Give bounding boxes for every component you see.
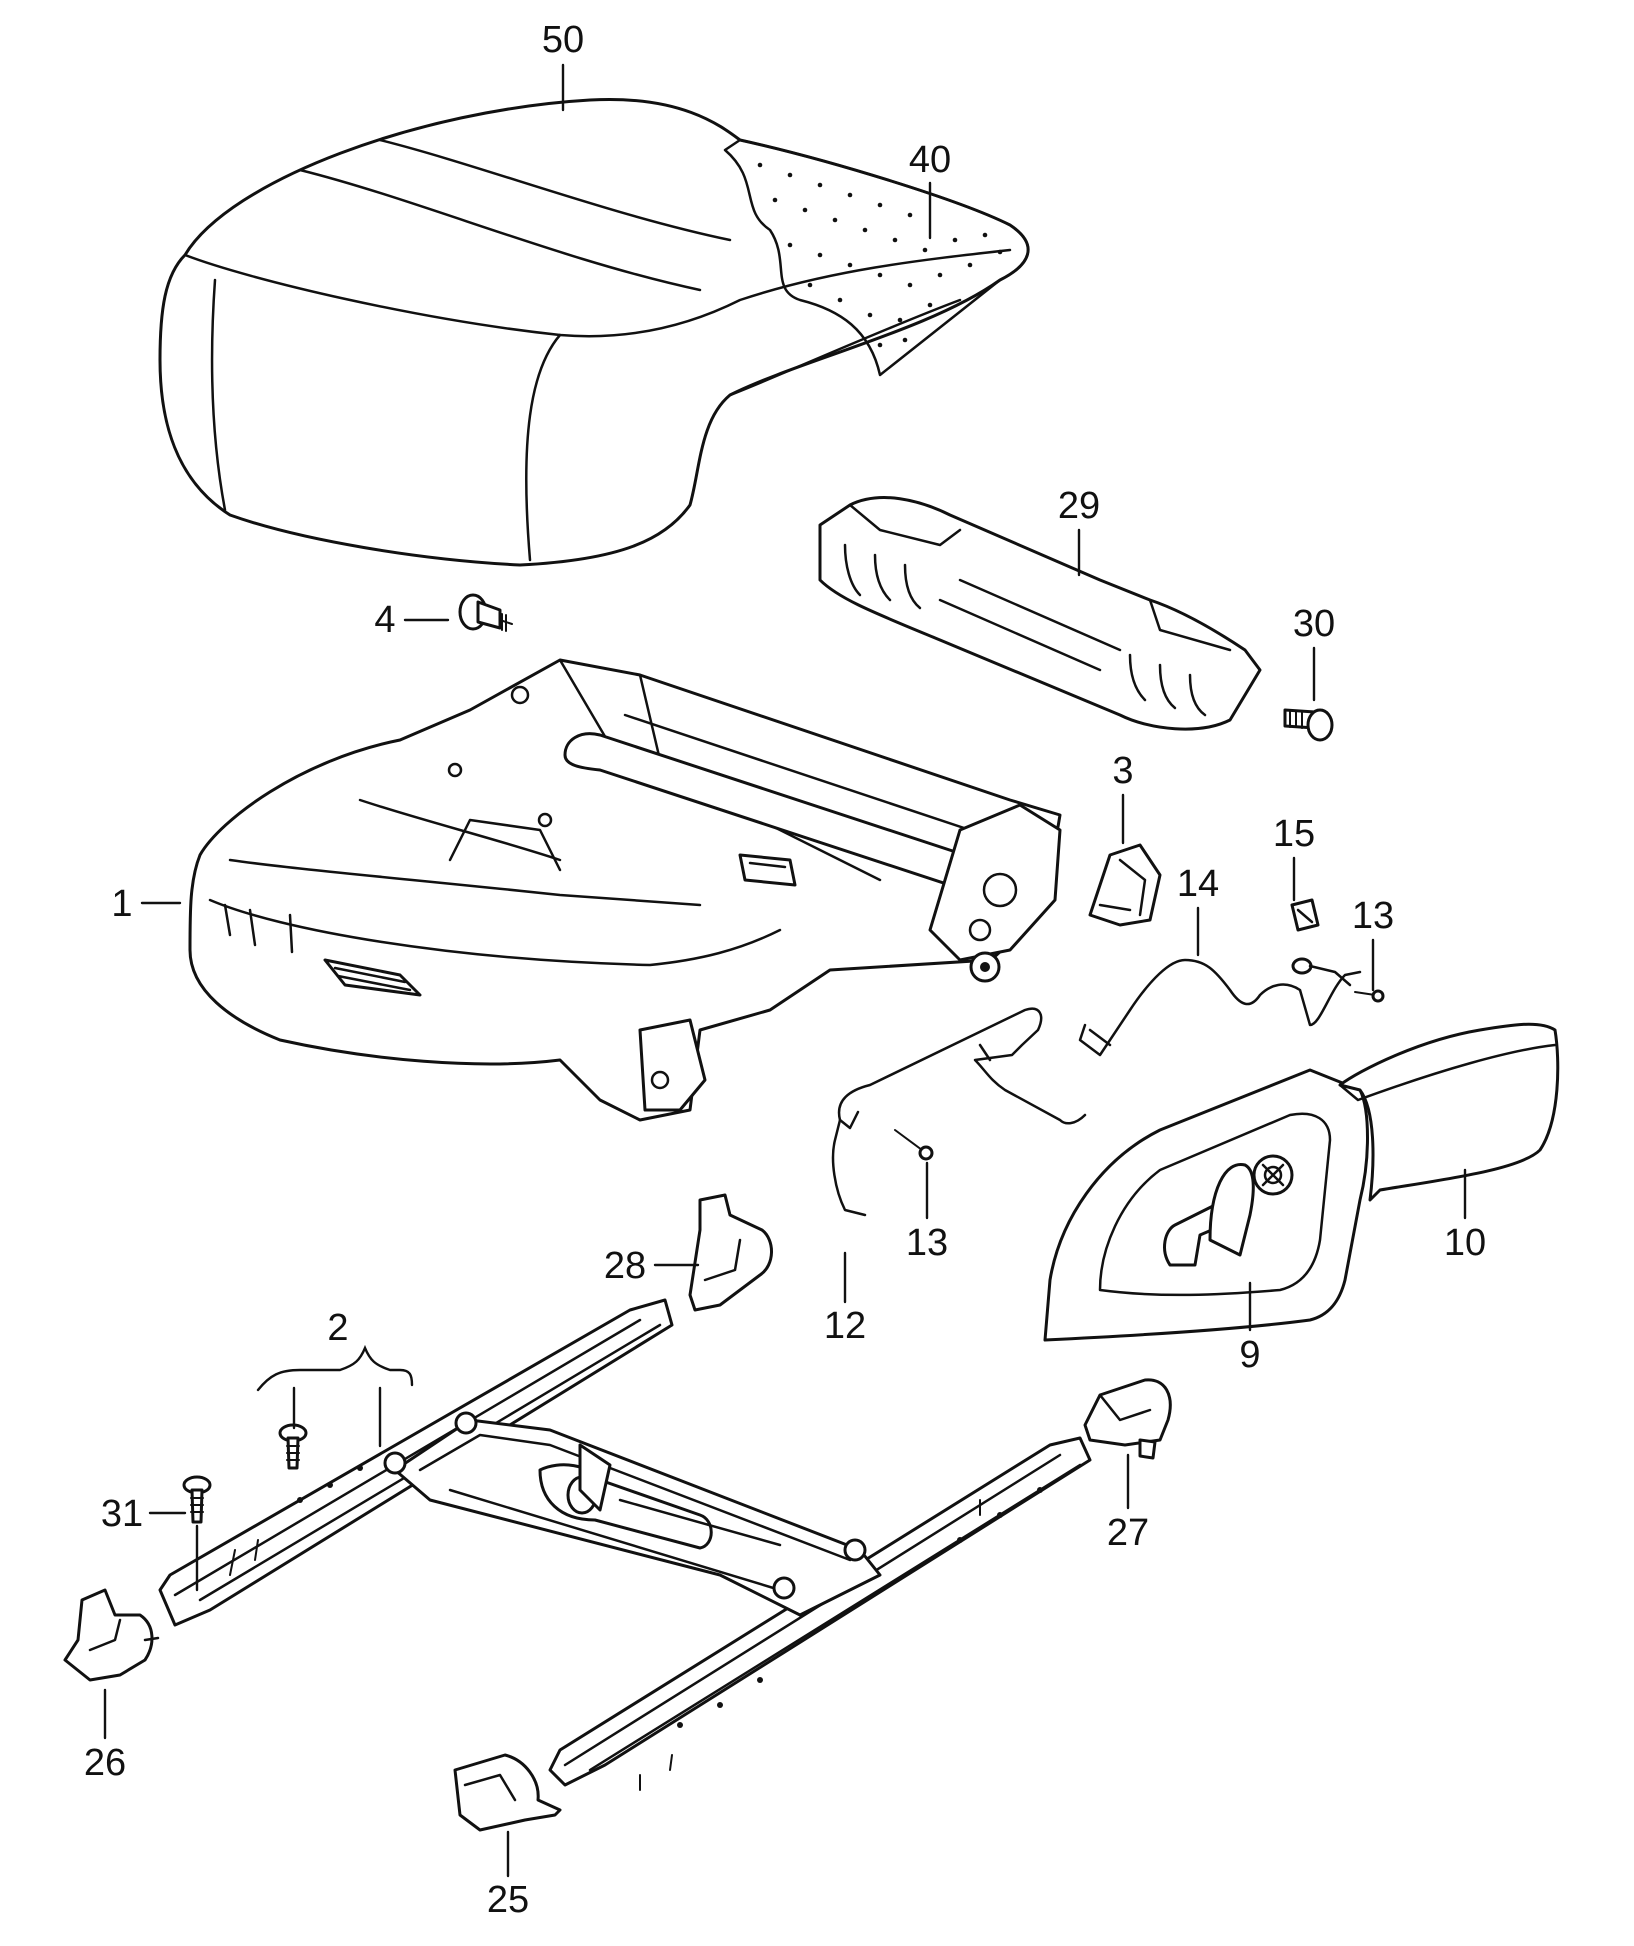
screw-part-13-lower: [894, 1129, 934, 1161]
seat-cover-dotted-section-40: [723, 138, 1030, 377]
seat-rails-part-2: [158, 1298, 1092, 1791]
callout-26: 26: [84, 1742, 126, 1784]
callout-13-lower: 13: [906, 1222, 948, 1264]
callout-15: 15: [1273, 813, 1315, 855]
bolt-part-31: [182, 1475, 212, 1524]
callout-25: 25: [487, 1879, 529, 1921]
bolt-part-2: [278, 1423, 308, 1470]
callout-10: 10: [1444, 1222, 1486, 1264]
seat-trim-cover-part-29: [818, 496, 1262, 731]
cable-part-14: [1078, 957, 1362, 1057]
callout-9: 9: [1239, 1334, 1260, 1376]
callout-3: 3: [1112, 750, 1133, 792]
seat-cushion-part-50: [158, 97, 1030, 567]
callout-1: 1: [111, 883, 132, 925]
end-cap-part-25: [453, 1753, 562, 1832]
callout-31: 31: [101, 1493, 143, 1535]
leader-lines: [103, 63, 1467, 1878]
callout-29: 29: [1058, 485, 1100, 527]
screw-part-13-upper: [1354, 989, 1385, 1003]
side-panel-cover-part-10: [1338, 1022, 1560, 1202]
callout-2: 2: [327, 1307, 348, 1349]
side-panel-part-9: [1043, 1068, 1369, 1342]
seat-frame-part-1: [188, 658, 1062, 1122]
callout-28: 28: [604, 1245, 646, 1287]
callout-50: 50: [542, 19, 584, 61]
callout-12: 12: [824, 1305, 866, 1347]
callout-14: 14: [1177, 863, 1219, 905]
bolt-part-4: [458, 593, 513, 632]
clip-part-3: [1088, 843, 1162, 927]
clip-part-15: [1290, 898, 1320, 932]
clip-part-28: [688, 1193, 773, 1312]
callout-4: 4: [374, 599, 395, 641]
callout-27: 27: [1107, 1512, 1149, 1554]
callout-13-upper: 13: [1352, 895, 1394, 937]
bolt-part-30: [1283, 708, 1334, 742]
callout-labels: 50 40 29 4 30 3 15 14 13 1 13 12 10 9 28…: [84, 19, 1486, 1921]
end-cap-part-26: [63, 1588, 160, 1682]
rod-part-12: [831, 1007, 1087, 1217]
callout-40: 40: [909, 139, 951, 181]
callout-30: 30: [1293, 603, 1335, 645]
end-cap-part-27: [1083, 1378, 1172, 1460]
